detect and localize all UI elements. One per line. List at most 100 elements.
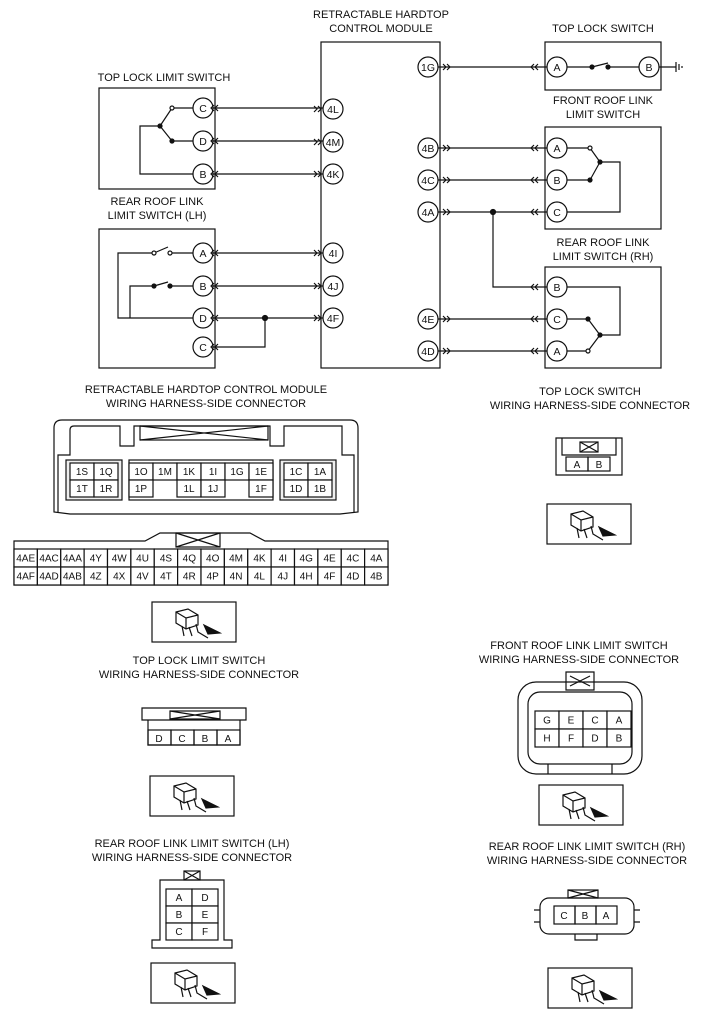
connector-pin-H: H — [534, 728, 560, 748]
module-connector-title-1: RETRACTABLE HARDTOP CONTROL MODULE — [85, 384, 327, 396]
svg-text:B: B — [553, 175, 560, 187]
module-pin-4L: 4L — [322, 98, 344, 120]
wire-arrow-mark — [446, 176, 451, 184]
connector-pin-A: A — [216, 729, 241, 746]
switch-pin-A: A — [546, 137, 568, 159]
svg-text:4I: 4I — [279, 554, 287, 565]
wire-arrow-mark — [313, 249, 318, 257]
connector-pin-F: F — [558, 728, 584, 748]
svg-text:D: D — [201, 893, 208, 904]
module-title-1: RETRACTABLE HARDTOP — [313, 9, 449, 21]
top-lock-switch-box — [544, 41, 662, 91]
connector-pin-4O: 4O — [200, 548, 225, 568]
wire-arrow-mark — [530, 283, 535, 291]
ground-symbol — [659, 62, 683, 72]
wire-arrow-mark — [214, 343, 219, 351]
connector-pin-1C: 1C — [283, 462, 309, 481]
connector-pin-4AB: 4AB — [60, 566, 85, 586]
connector-pin-1J: 1J — [200, 479, 226, 498]
connector-pin-C: C — [582, 710, 608, 730]
wire-arrow-mark — [534, 176, 539, 184]
svg-text:1P: 1P — [135, 484, 148, 495]
svg-text:B: B — [596, 460, 603, 471]
connector-pin-4X: 4X — [106, 566, 132, 586]
svg-text:B: B — [553, 282, 560, 294]
module-pin-4K: 4K — [322, 163, 344, 185]
svg-text:B: B — [176, 910, 183, 921]
svg-text:C: C — [178, 734, 185, 745]
switch-pin-A: A — [546, 56, 568, 78]
connector-view-icon — [149, 775, 235, 817]
svg-text:4F: 4F — [324, 572, 336, 583]
svg-text:1J: 1J — [208, 484, 219, 495]
rear-lh-switch-title-1: REAR ROOF LINK — [111, 196, 205, 208]
svg-text:F: F — [568, 734, 574, 745]
connector-pin-1P: 1P — [128, 479, 154, 498]
wire-arrow-mark — [317, 314, 322, 322]
svg-text:A: A — [199, 248, 206, 260]
connector-pin-1S: 1S — [69, 462, 95, 481]
wire-arrow-mark — [210, 170, 215, 178]
wire-arrow-mark — [210, 343, 215, 351]
connector-view-icon — [538, 784, 624, 826]
module-pin-4B: 4B — [417, 137, 439, 159]
rear-rh-switch-box — [544, 266, 662, 369]
svg-text:1O: 1O — [134, 467, 148, 478]
connector-pin-C: C — [165, 922, 193, 941]
wire-arrow-mark — [210, 314, 215, 322]
connector-pin-4AA: 4AA — [60, 548, 85, 568]
svg-text:A: A — [553, 346, 560, 358]
switch-pin-C: C — [192, 336, 214, 358]
svg-text:4U: 4U — [136, 554, 149, 565]
svg-text:A: A — [553, 62, 560, 74]
connector-pin-1Q: 1Q — [93, 462, 119, 481]
wire-arrow-mark — [317, 282, 322, 290]
connector-pin-4V: 4V — [130, 566, 155, 586]
wire-arrow-mark — [446, 144, 451, 152]
svg-text:1F: 1F — [255, 484, 267, 495]
svg-text:4T: 4T — [160, 572, 172, 583]
connector-pin-4N: 4N — [223, 566, 249, 586]
connector-pin-4C: 4C — [340, 548, 366, 568]
wire-arrow-mark — [317, 138, 322, 146]
wire-4F-C — [213, 318, 266, 348]
module-pin-4C: 4C — [417, 169, 439, 191]
wire-arrow-mark — [210, 249, 215, 257]
connector-pin-4F: 4F — [317, 566, 342, 586]
wire-arrow-mark — [210, 282, 215, 290]
connector-pin-4I: 4I — [270, 548, 296, 568]
svg-text:C: C — [199, 342, 207, 354]
switch-pin-D: D — [192, 130, 214, 152]
switch-pin-A: A — [192, 242, 214, 264]
rear-rh-connector-title-1: REAR ROOF LINK LIMIT SWITCH (RH) — [489, 841, 686, 853]
connector-pin-B: B — [606, 728, 632, 748]
svg-text:4D: 4D — [421, 346, 435, 358]
module-pin-4A: 4A — [417, 201, 439, 223]
switch-pin-C: C — [546, 308, 568, 330]
switch-pin-D: D — [192, 307, 214, 329]
connector-pin-4J: 4J — [270, 566, 296, 586]
module-pin-4D: 4D — [417, 340, 439, 362]
svg-text:1L: 1L — [183, 484, 195, 495]
connector-pin-1E: 1E — [248, 462, 274, 481]
wire-arrow-mark — [210, 137, 215, 145]
svg-text:C: C — [560, 911, 567, 922]
wire-arrow-mark — [442, 347, 447, 355]
svg-text:4K: 4K — [327, 169, 340, 181]
connector-pin-1T: 1T — [69, 479, 95, 498]
module-connector-title-2: WIRING HARNESS-SIDE CONNECTOR — [106, 398, 306, 410]
splice-dot — [261, 314, 269, 322]
switch-pin-B: B — [192, 275, 214, 297]
svg-text:A: A — [574, 460, 581, 471]
svg-text:4AF: 4AF — [17, 572, 35, 583]
wire-arrow-mark — [214, 282, 219, 290]
connector-pin-A: A — [606, 710, 632, 730]
wire-arrow-mark — [446, 347, 451, 355]
top-lock-switch-title: TOP LOCK SWITCH — [552, 23, 654, 35]
wire-arrow-mark — [530, 315, 535, 323]
connector-pin-B: B — [193, 729, 218, 746]
svg-text:1E: 1E — [255, 467, 268, 478]
wire-arrow-mark — [534, 144, 539, 152]
svg-text:4AD: 4AD — [39, 572, 58, 583]
